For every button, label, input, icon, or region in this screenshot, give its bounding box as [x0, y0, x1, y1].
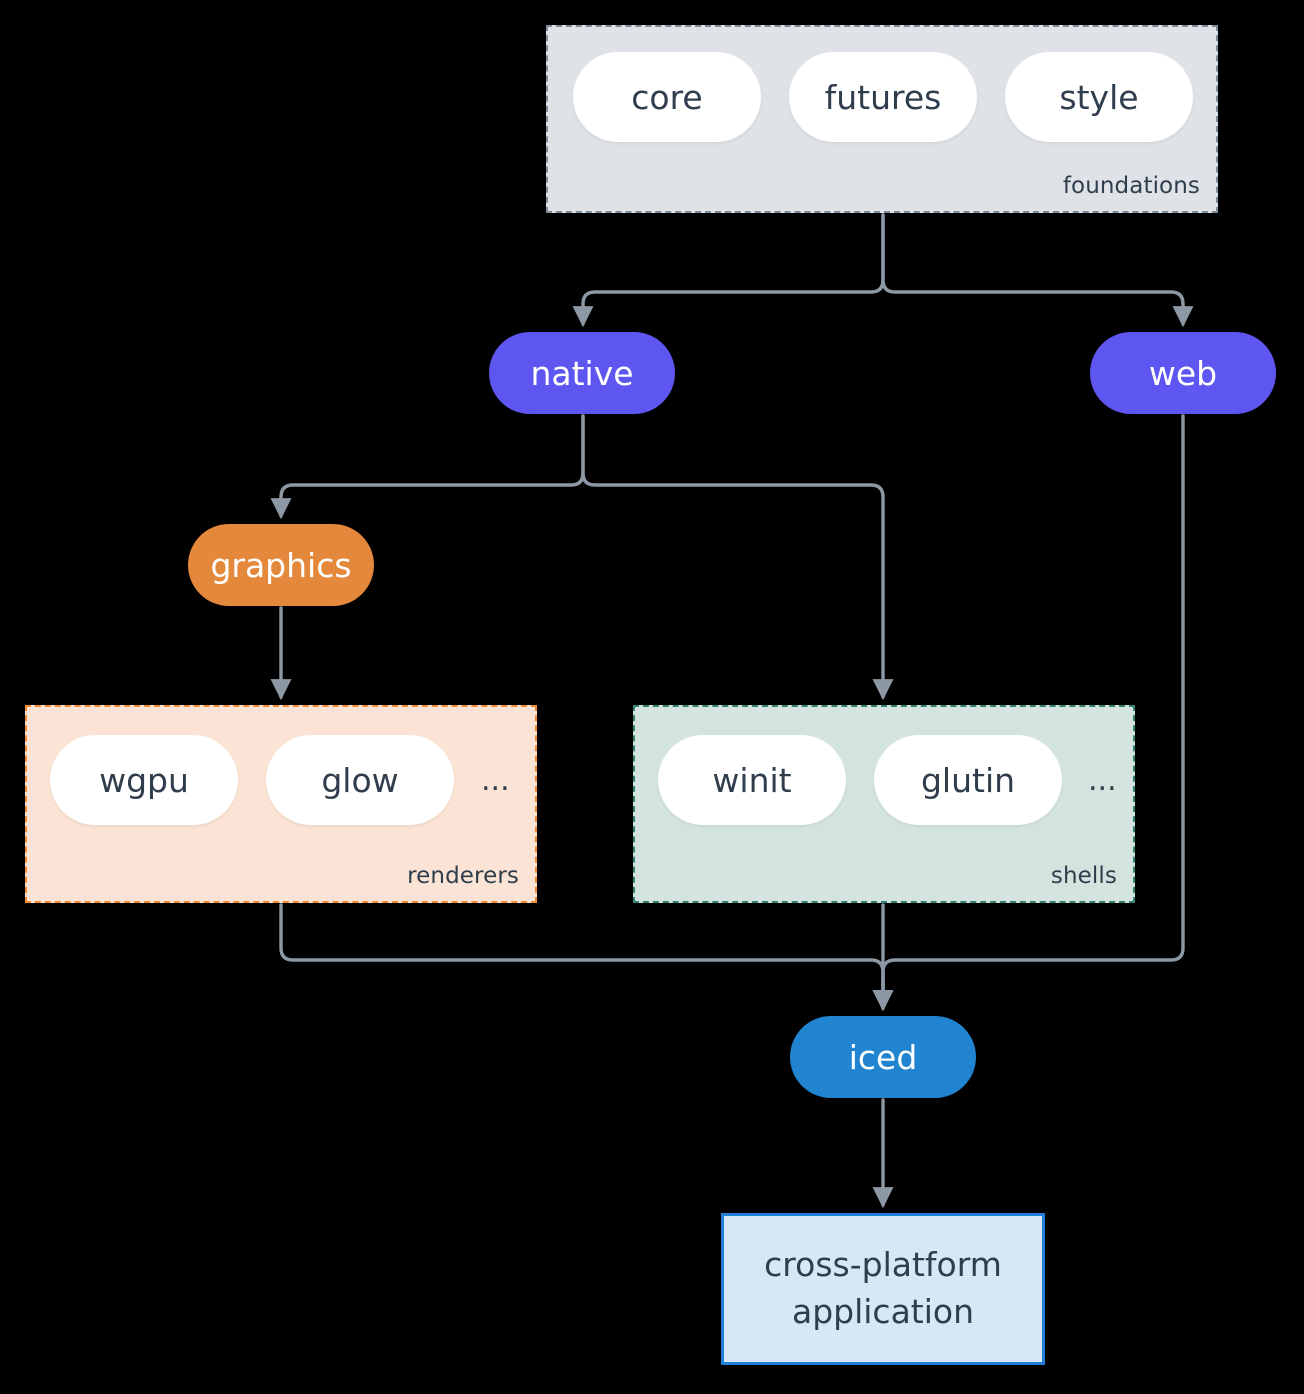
node-glutin[interactable]: glutin — [874, 735, 1062, 825]
renderers-overflow-ellipsis: ... — [481, 763, 510, 798]
app-label-line1: cross-platform — [764, 1245, 1002, 1285]
node-glow-label: glow — [321, 760, 399, 800]
node-futures-label: futures — [824, 77, 942, 117]
node-graphics-label: graphics — [210, 545, 352, 585]
app-label-line2: application — [791, 1292, 975, 1331]
node-native-label: native — [530, 353, 634, 393]
cluster-label-shells: shells — [1050, 863, 1117, 889]
node-wgpu-label: wgpu — [99, 760, 189, 800]
node-style-label: style — [1059, 77, 1139, 117]
edge-foundations-native — [572, 213, 885, 328]
edge-foundations-web — [881, 213, 1194, 328]
node-web[interactable]: web — [1090, 332, 1276, 414]
node-glow[interactable]: glow — [266, 735, 454, 825]
node-cross-platform-application[interactable]: cross-platform application — [721, 1213, 1045, 1365]
edge-renderers-iced — [279, 903, 894, 1012]
node-iced[interactable]: iced — [790, 1016, 976, 1098]
cluster-label-foundations: foundations — [1062, 173, 1200, 199]
node-futures[interactable]: futures — [789, 52, 977, 142]
edge-native-graphics — [270, 414, 585, 520]
node-iced-label: iced — [848, 1037, 918, 1077]
cluster-label-renderers: renderers — [407, 863, 519, 889]
node-style[interactable]: style — [1005, 52, 1193, 142]
edge-native-shells — [581, 414, 894, 701]
node-web-label: web — [1148, 353, 1218, 393]
node-graphics[interactable]: graphics — [188, 524, 374, 606]
node-winit-label: winit — [712, 760, 792, 800]
node-native[interactable]: native — [489, 332, 675, 414]
node-core[interactable]: core — [573, 52, 761, 142]
node-glutin-label: glutin — [920, 760, 1016, 800]
node-winit[interactable]: winit — [658, 735, 846, 825]
node-wgpu[interactable]: wgpu — [50, 735, 238, 825]
shells-overflow-ellipsis: ... — [1088, 763, 1117, 798]
node-core-label: core — [631, 77, 703, 117]
